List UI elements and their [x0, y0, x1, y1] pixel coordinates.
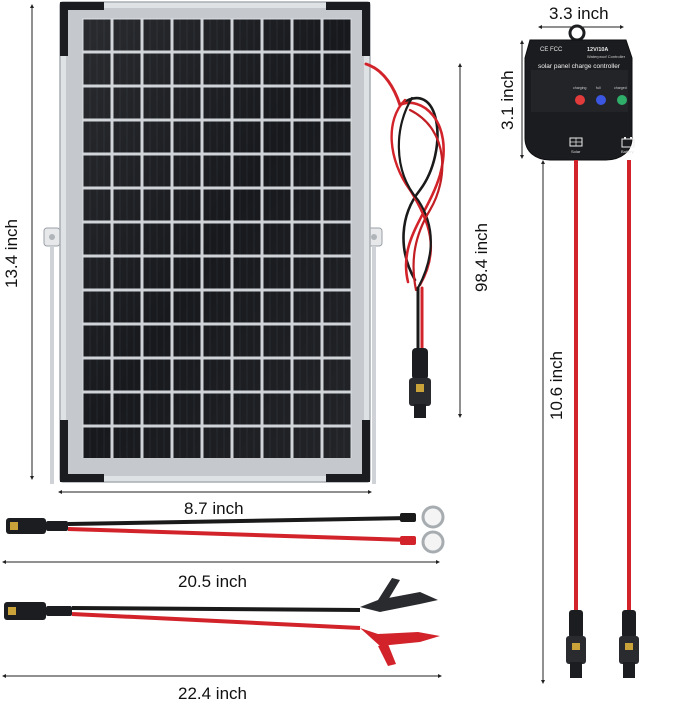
sae-connector-panel	[409, 348, 431, 418]
ring-terminal	[421, 505, 445, 529]
corner-protector	[326, 420, 370, 482]
clamp-cable-length-label: 22.4 inch	[178, 684, 247, 703]
indicator-label: charging	[573, 86, 586, 90]
corner-protector	[60, 2, 104, 56]
cert-marks: CE FCC	[540, 47, 563, 53]
port-label-battery: Battery	[621, 149, 634, 154]
charge-controller: CE FCC 12V/10A Waterproof Controller sol…	[524, 24, 635, 161]
panel-height-label: 13.4 inch	[2, 219, 21, 288]
controller-cable-length-label: 10.6 inch	[547, 351, 566, 420]
led-full	[596, 95, 606, 105]
port-label-solar: Solar	[571, 149, 581, 154]
indicator-label: full	[596, 86, 601, 90]
sae-connector-controller	[619, 610, 639, 678]
sae-connector-controller	[566, 610, 586, 678]
solar-panel-icon	[569, 137, 583, 147]
controller-width-label: 3.3 inch	[549, 4, 609, 23]
led-charged	[617, 95, 627, 105]
hanging-hole	[568, 24, 586, 42]
corner-protector	[326, 2, 370, 56]
controller-subtitle: Waterproof Controller	[587, 54, 626, 59]
controller-cables	[566, 160, 639, 678]
ring-terminal	[421, 530, 445, 554]
panel-width-label: 8.7 inch	[184, 499, 244, 518]
corner-protector	[60, 420, 104, 482]
red-alligator-clip	[360, 628, 440, 646]
panel-cable	[364, 62, 445, 352]
sae-connector-clip	[4, 602, 46, 620]
led-charging	[575, 95, 585, 105]
dimension-lines	[2, 4, 624, 684]
alligator-clip-cable	[4, 578, 440, 666]
indicator-label: charged	[614, 86, 627, 90]
panel-cable-length-label: 98.4 inch	[472, 223, 491, 292]
controller-model: 12V/10A	[587, 47, 608, 53]
black-alligator-clip	[360, 592, 438, 612]
battery-icon	[621, 137, 635, 148]
solar-panel	[43, 1, 383, 484]
controller-height-label: 3.1 inch	[498, 70, 517, 130]
ring-terminal-cable	[6, 505, 445, 554]
ring-cable-length-label: 20.5 inch	[178, 572, 247, 591]
controller-title: solar panel charge controller	[538, 63, 621, 70]
